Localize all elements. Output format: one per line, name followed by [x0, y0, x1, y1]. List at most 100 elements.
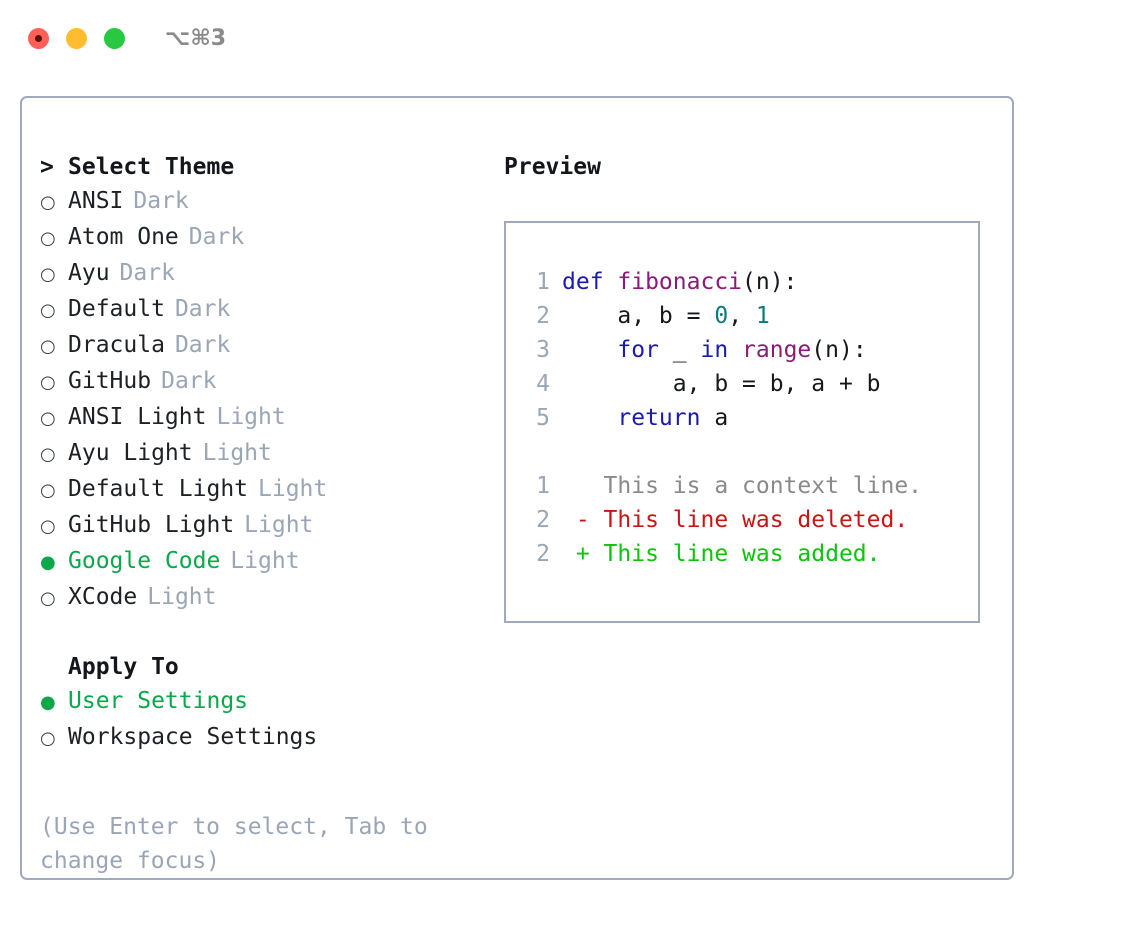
- radio-unselected-icon: ○: [40, 516, 56, 537]
- line-number: 2: [536, 541, 550, 567]
- code-token-del: - This line was deleted.: [562, 507, 909, 533]
- code-token-num: 1: [755, 303, 770, 329]
- radio-selected-icon: ●: [40, 552, 56, 573]
- line-number: 3: [536, 337, 550, 363]
- code-token-kw: in: [700, 337, 729, 363]
- line-number: 2: [536, 303, 550, 329]
- theme-label: Default Light: [68, 476, 249, 502]
- code-token-txt: ,: [728, 303, 756, 329]
- code-line: 2 - This line was deleted.: [520, 503, 978, 537]
- theme-option[interactable]: ● Google Code Light: [40, 544, 500, 580]
- code-line-content: This is a context line.: [562, 469, 923, 503]
- code-token-fn: range: [742, 337, 812, 363]
- radio-unselected-icon: ○: [40, 480, 56, 501]
- code-line-content: + This line was added.: [562, 537, 881, 571]
- radio-unselected-icon: ○: [40, 192, 56, 213]
- theme-label: GitHub Light: [68, 512, 235, 538]
- code-line-content: def fibonacci(n):: [562, 265, 797, 299]
- theme-variant-badge: Light: [244, 512, 314, 538]
- radio-unselected-icon: ○: [40, 228, 56, 249]
- apply-to-label: Workspace Settings: [68, 724, 318, 750]
- close-window-icon[interactable]: [28, 27, 49, 49]
- line-number: 1: [536, 473, 550, 499]
- preview-title: Preview: [504, 154, 601, 180]
- code-token-txt: [562, 337, 617, 363]
- theme-variant-badge: Light: [230, 548, 300, 574]
- theme-variant-badge: Light: [147, 584, 217, 610]
- code-token-txt: a: [700, 405, 729, 431]
- selection-marker-icon: >: [40, 154, 54, 180]
- theme-option[interactable]: ○ Default Light Light: [40, 472, 500, 508]
- code-token-ctx: This is a context line.: [562, 473, 923, 499]
- theme-option[interactable]: ○ ANSI Dark: [40, 184, 500, 220]
- apply-to-label: User Settings: [68, 688, 249, 714]
- code-line: 2 + This line was added.: [520, 537, 978, 571]
- theme-label: XCode: [68, 584, 138, 610]
- code-line: 2 a, b = 0, 1: [520, 299, 978, 333]
- maximize-window-icon[interactable]: [104, 27, 125, 49]
- theme-label: ANSI: [68, 188, 124, 214]
- theme-label: Google Code: [68, 548, 221, 574]
- code-token-txt: [562, 405, 617, 431]
- radio-unselected-icon: ○: [40, 408, 56, 429]
- code-line: 1 def fibonacci(n):: [520, 265, 978, 299]
- code-token-fn: fibonacci: [617, 269, 743, 295]
- theme-variant-badge: Light: [258, 476, 328, 502]
- window-titlebar: ⌥⌘3: [0, 0, 1140, 76]
- radio-unselected-icon: ○: [40, 336, 56, 357]
- theme-label: Dracula: [68, 332, 165, 358]
- line-number: 5: [536, 405, 550, 431]
- section-spacer: [40, 616, 500, 650]
- radio-unselected-icon: ○: [40, 300, 56, 321]
- theme-variant-badge: Dark: [133, 188, 189, 214]
- apply-to-title: Apply To: [68, 654, 179, 680]
- apply-to-option[interactable]: ● User Settings: [40, 684, 500, 720]
- code-token-txt: _: [658, 337, 701, 363]
- code-line: 1 This is a context line.: [520, 469, 978, 503]
- code-token-kw: for: [617, 337, 659, 363]
- apply-to-option[interactable]: ○ Workspace Settings: [40, 720, 500, 756]
- line-number: 4: [536, 371, 550, 397]
- keyboard-shortcut-label: ⌥⌘3: [165, 25, 227, 51]
- code-token-add: + This line was added.: [562, 541, 881, 567]
- code-token-txt: (n):: [742, 269, 798, 295]
- theme-option[interactable]: ○ GitHub Light Light: [40, 508, 500, 544]
- line-number: 1: [536, 269, 550, 295]
- apply-to-heading: Apply To: [40, 650, 500, 684]
- code-token-kw: def: [562, 269, 618, 295]
- code-token-num: 0: [714, 303, 729, 329]
- apply-to-marker-spacer: [40, 650, 68, 684]
- radio-unselected-icon: ○: [40, 264, 56, 285]
- code-line-content: return a: [562, 401, 728, 435]
- code-token-txt: a, b = b, a + b: [562, 371, 881, 397]
- traffic-light-group: [28, 27, 125, 49]
- code-token-txt: a, b =: [562, 303, 715, 329]
- radio-unselected-icon: ○: [40, 728, 56, 749]
- minimize-window-icon[interactable]: [66, 27, 87, 49]
- radio-unselected-icon: ○: [40, 444, 56, 465]
- code-line-content: a, b = b, a + b: [562, 367, 881, 401]
- radio-unselected-icon: ○: [40, 588, 56, 609]
- line-number: 2: [536, 507, 550, 533]
- theme-variant-badge: Light: [202, 440, 272, 466]
- theme-label: GitHub: [68, 368, 152, 394]
- keyboard-hint-text: (Use Enter to select, Tab to change focu…: [40, 814, 442, 874]
- theme-variant-badge: Dark: [174, 296, 231, 322]
- radio-selected-icon: ●: [40, 692, 56, 713]
- theme-option[interactable]: ○ XCode Light: [40, 580, 500, 616]
